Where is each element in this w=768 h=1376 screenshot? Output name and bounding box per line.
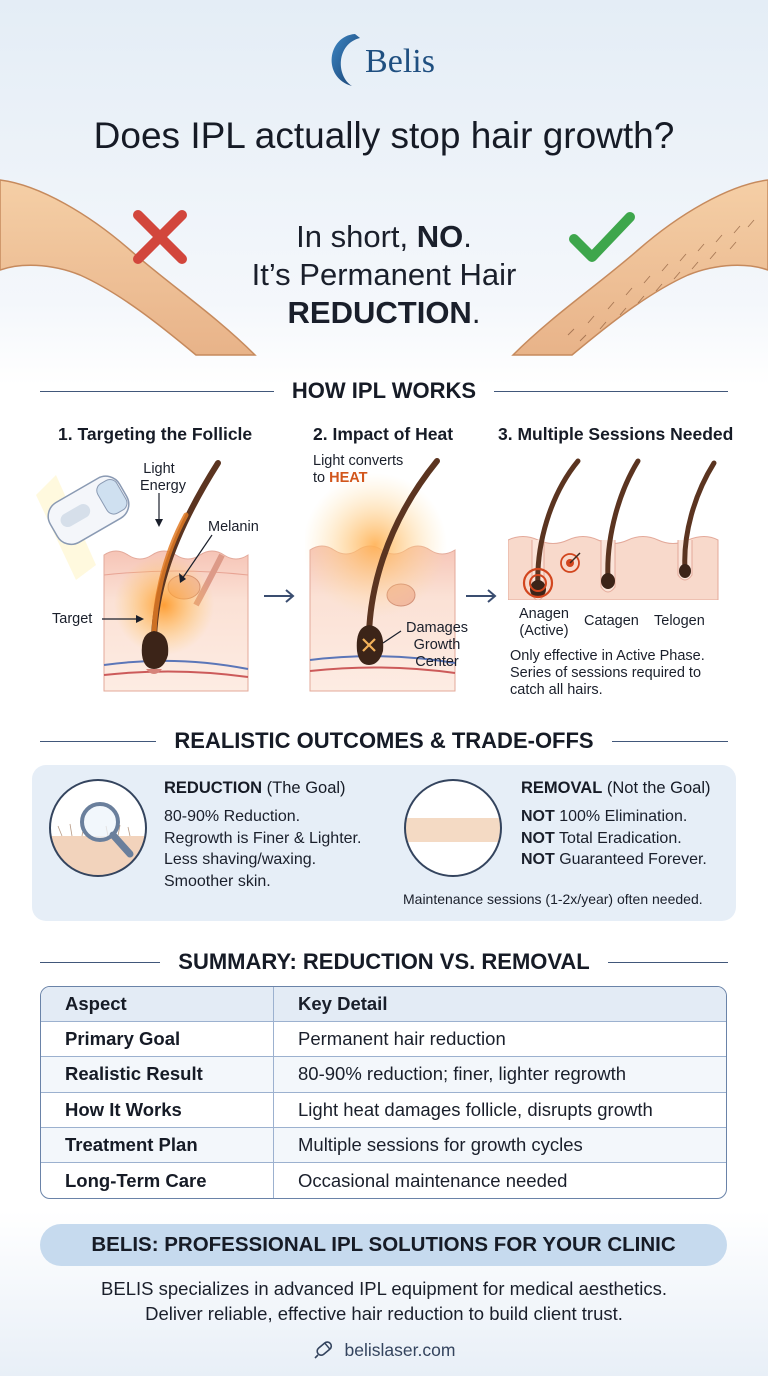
- table-cell-detail: Permanent hair reduction: [298, 1028, 506, 1050]
- table-cell-detail: Multiple sessions for growth cycles: [298, 1133, 583, 1155]
- active-phase-note: Only effective in Active Phase. Series o…: [510, 648, 705, 698]
- table-cell-aspect: Long-Term Care: [41, 1162, 274, 1199]
- reduction-title: REDUCTION (The Goal): [164, 779, 346, 797]
- table-cell-detail: Occasional maintenance needed: [298, 1169, 568, 1191]
- step-2-title: 2. Impact of Heat: [313, 424, 454, 444]
- table-cell-detail: 80-90% reduction; finer, lighter regrowt…: [298, 1063, 627, 1085]
- step-3-title: 3. Multiple Sessions Needed: [498, 424, 734, 444]
- melanin-label: Melanin: [208, 519, 259, 535]
- light-energy-label: Light Energy: [140, 461, 186, 494]
- catagen-label: Catagen: [584, 613, 639, 629]
- arrow-right-icon: [262, 588, 298, 604]
- target-label: Target: [52, 611, 93, 627]
- how-ipl-works-heading: HOW IPL WORKS: [40, 376, 728, 406]
- magnifier-icon: [48, 778, 148, 878]
- table-row: How It Works Light heat damages follicle…: [41, 1092, 726, 1128]
- company-description: BELIS specializes in advanced IPL equipm…: [101, 1278, 667, 1324]
- removal-title: REMOVAL (Not the Goal): [521, 779, 711, 797]
- removal-limitations-list: NOT 100% Elimination. NOT Total Eradicat…: [521, 808, 707, 868]
- page-title: Does IPL actually stop hair growth?: [93, 115, 675, 156]
- anagen-label: Anagen (Active): [519, 606, 569, 639]
- logo-wordmark: Belis: [365, 43, 435, 80]
- x-mark-icon: [128, 205, 192, 269]
- cta-banner: BELIS: PROFESSIONAL IPL SOLUTIONS FOR YO…: [40, 1224, 727, 1266]
- follicle-targeting-illustration: [36, 455, 266, 695]
- smooth-arm-illustration: [0, 175, 260, 360]
- website-link[interactable]: belislaser.com: [0, 1336, 768, 1365]
- summary-table: Aspect Key Detail Primary Goal Permanent…: [40, 986, 727, 1200]
- hair-growth-cycle-illustration: [507, 455, 723, 601]
- summary-heading: SUMMARY: REDUCTION VS. REMOVAL: [40, 947, 729, 977]
- heat-conversion-label: Light converts to HEAT: [313, 453, 404, 486]
- table-row: Long-Term Care Occasional maintenance ne…: [41, 1162, 726, 1199]
- outcomes-panel: [32, 765, 736, 921]
- column-header: Key Detail: [298, 993, 388, 1015]
- brand-logo: Belis: [0, 28, 768, 92]
- reduction-benefits-list: 80-90% Reduction. Regrowth is Finer & Li…: [164, 808, 362, 890]
- hairy-arm-illustration: [508, 175, 768, 360]
- answer-text: In short, NO. It’s Permanent Hair REDUCT…: [251, 219, 517, 330]
- step-1-title: 1. Targeting the Follicle: [58, 424, 253, 444]
- website-url[interactable]: belislaser.com: [344, 1340, 456, 1360]
- table-row: Realistic Result 80-90% reduction; finer…: [41, 1057, 726, 1093]
- table-cell-aspect: Treatment Plan: [41, 1127, 274, 1162]
- damages-growth-center-label: Damages Growth Center: [405, 620, 469, 670]
- logo-swoosh: [331, 34, 360, 86]
- check-mark-icon: [566, 205, 638, 269]
- laser-handpiece-icon: [313, 1336, 337, 1365]
- column-header: Aspect: [41, 987, 274, 1022]
- telogen-label: Telogen: [654, 613, 705, 629]
- table-row: Primary Goal Permanent hair reduction: [41, 1022, 726, 1058]
- table-cell-aspect: Realistic Result: [41, 1057, 274, 1092]
- table-row: Treatment Plan Multiple sessions for gro…: [41, 1127, 726, 1163]
- maintenance-note: Maintenance sessions (1-2x/year) often n…: [403, 891, 703, 907]
- table-cell-detail: Light heat damages follicle, disrupts gr…: [298, 1098, 653, 1120]
- smooth-skin-icon: [403, 778, 503, 878]
- arrow-right-icon: [464, 588, 500, 604]
- table-header-row: Aspect Key Detail: [41, 987, 726, 1023]
- outcomes-heading: REALISTIC OUTCOMES & TRADE-OFFS: [40, 726, 728, 756]
- heat-impact-illustration: [303, 455, 465, 695]
- table-cell-aspect: How It Works: [41, 1092, 274, 1127]
- table-cell-aspect: Primary Goal: [41, 1022, 274, 1057]
